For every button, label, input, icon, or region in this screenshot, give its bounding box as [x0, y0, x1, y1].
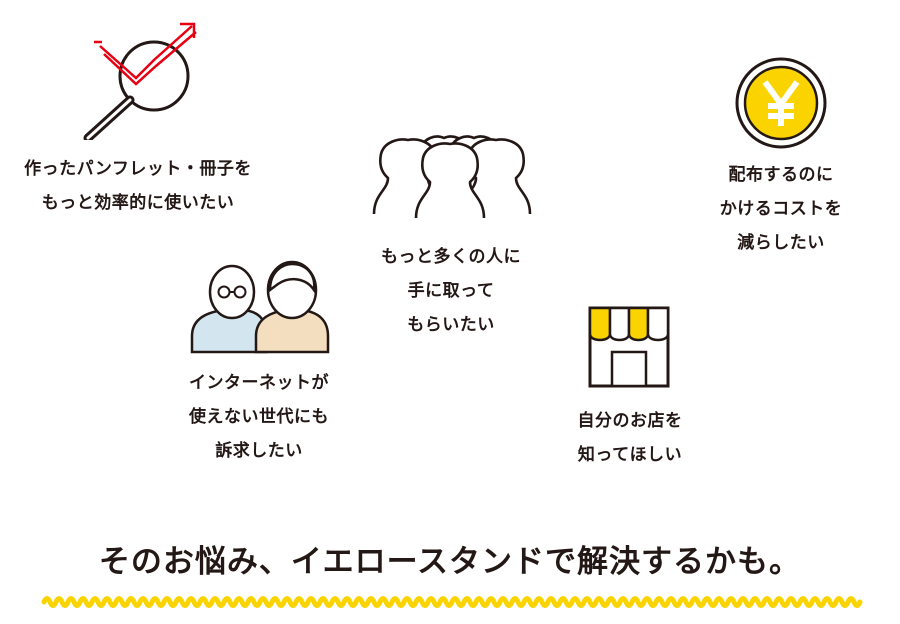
- pamphlet-text: 作ったパンフレット・冊子を もっと効率的に使いたい: [24, 159, 252, 213]
- wavy-underline: [41, 596, 863, 608]
- magnifier-chart-icon: [83, 22, 197, 140]
- headline: そのお悩み、イエロースタンドで解決するかも。: [98, 544, 802, 580]
- elderly-couple-icon: [190, 260, 330, 354]
- people-text: もっと多くの人に 手に取って もらいたい: [381, 247, 521, 335]
- cost-text: 配布するのに かけるコストを 減らしたい: [719, 165, 843, 253]
- storefront-icon: [588, 306, 670, 388]
- store-text: 自分のお店を 知ってほしい: [577, 411, 683, 465]
- crowd-icon: [372, 135, 532, 218]
- yen-coin-icon: [735, 57, 827, 149]
- elderly-text: インターネットが 使えない世代にも 訴求したい: [189, 373, 329, 461]
